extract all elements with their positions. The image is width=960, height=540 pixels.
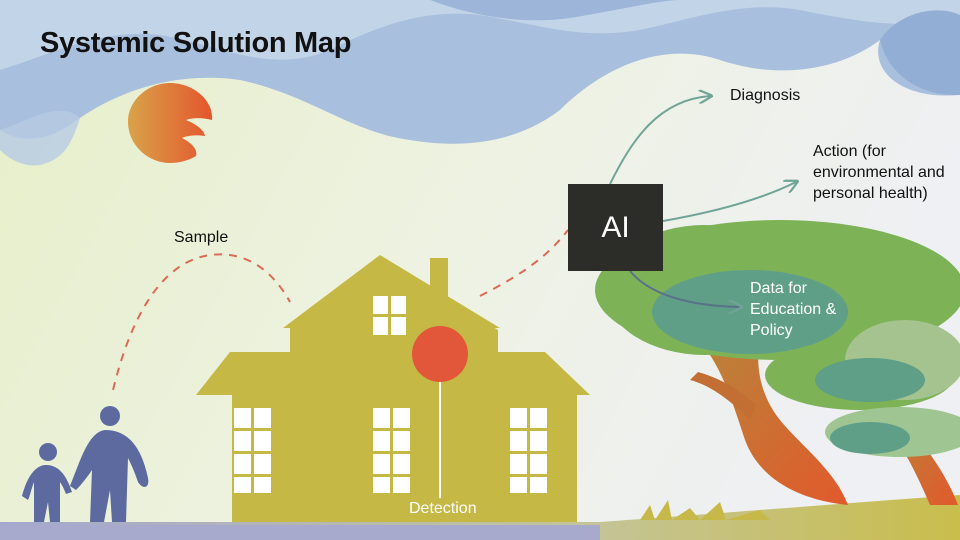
arrow-to-diagnosis <box>609 96 710 185</box>
arrow-to-action <box>662 182 796 222</box>
page-title: Systemic Solution Map <box>40 27 352 59</box>
action-label: Action (for environmental and personal h… <box>813 143 945 202</box>
sky-clouds <box>0 0 960 166</box>
ai-box: AI <box>568 184 663 271</box>
diagnosis-label: Diagnosis <box>730 87 801 104</box>
detection-sensor <box>412 326 468 498</box>
detection-label: Detection <box>409 500 477 517</box>
data-label: Data for Education & Policy <box>750 280 837 339</box>
sample-path-dashed <box>112 253 291 391</box>
sample-label: Sample <box>174 229 229 246</box>
grass <box>640 500 770 520</box>
people-figures <box>22 406 149 522</box>
arrow-to-data <box>629 270 740 307</box>
sun-shape <box>128 83 213 163</box>
ground-edge <box>0 525 600 540</box>
ai-label: AI <box>601 210 630 244</box>
